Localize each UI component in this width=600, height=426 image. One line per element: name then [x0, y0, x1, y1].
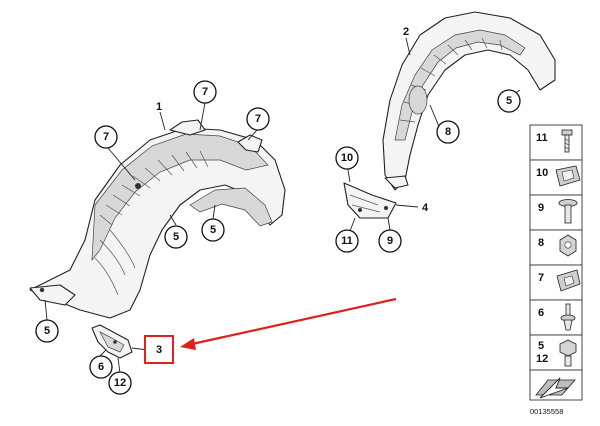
bolt-icon — [558, 199, 578, 224]
svg-text:12: 12 — [114, 377, 126, 389]
legend-cell-8 — [529, 229, 583, 266]
callout-11: 11 — [335, 229, 359, 253]
legend-cell-11 — [529, 124, 583, 161]
svg-text:8: 8 — [445, 126, 451, 138]
clip-icon — [555, 165, 581, 187]
svg-text:7: 7 — [255, 113, 261, 125]
legend-label-11: 11 — [536, 132, 548, 144]
svg-text:10: 10 — [341, 152, 353, 164]
bracket-part — [343, 182, 397, 219]
nut-icon — [559, 234, 577, 257]
callout-6: 6 — [89, 355, 113, 379]
callout-8: 8 — [436, 120, 460, 144]
diagram-reference-number: 00135558 — [530, 407, 563, 416]
wheel-arch-liner-front — [29, 119, 286, 319]
svg-text:9: 9 — [387, 235, 393, 247]
expanding-nut-icon — [556, 269, 581, 292]
fastener-legend: 11 10 9 8 7 6 5 12 — [529, 124, 583, 416]
callout-7b: 7 — [94, 125, 118, 149]
part-label-3: 3 — [156, 344, 162, 356]
wheel-arch-liner-rear — [382, 11, 556, 191]
part-label-4: 4 — [422, 202, 429, 214]
callout-5d: 5 — [497, 89, 521, 113]
svg-text:5: 5 — [506, 95, 512, 107]
callout-7c: 7 — [246, 107, 270, 131]
red-pointer-arrow — [180, 297, 397, 350]
svg-text:6: 6 — [98, 361, 104, 373]
part-label-2: 2 — [403, 26, 409, 38]
legend-label-12: 12 — [536, 353, 548, 365]
legend-label-7: 7 — [538, 272, 544, 284]
legend-label-10: 10 — [536, 167, 548, 179]
callout-7a: 7 — [193, 80, 217, 104]
callout-5b: 5 — [201, 218, 225, 242]
svg-text:7: 7 — [103, 131, 109, 143]
screw-icon — [561, 129, 573, 153]
svg-text:7: 7 — [202, 86, 208, 98]
deflector-part — [91, 324, 133, 359]
svg-text:5: 5 — [173, 231, 179, 243]
callout-10: 10 — [335, 146, 359, 170]
orientation-arrow-icon — [535, 377, 576, 399]
svg-text:11: 11 — [341, 235, 353, 247]
legend-label-9: 9 — [538, 202, 544, 214]
callout-5c: 5 — [35, 319, 59, 343]
legend-label-8: 8 — [538, 237, 544, 249]
legend-label-6: 6 — [538, 307, 544, 319]
callout-9: 9 — [378, 229, 402, 253]
part-label-1: 1 — [156, 101, 162, 113]
svg-text:5: 5 — [44, 325, 50, 337]
rivet-icon — [560, 303, 576, 331]
svg-text:5: 5 — [210, 224, 216, 236]
legend-label-5: 5 — [538, 340, 544, 352]
hex-screw-icon — [559, 339, 577, 367]
highlight-box-part-3: 3 — [144, 335, 174, 364]
callout-12: 12 — [108, 371, 132, 395]
callout-5a: 5 — [164, 225, 188, 249]
